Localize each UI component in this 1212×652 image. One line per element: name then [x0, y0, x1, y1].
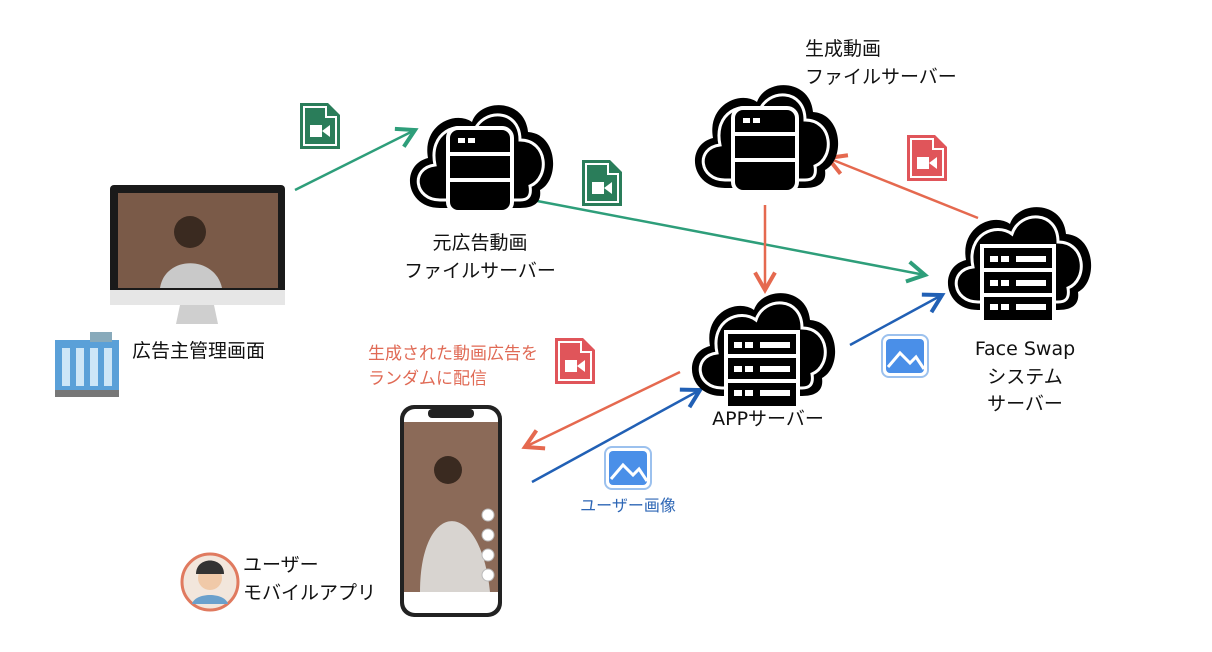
advertiser-label: 広告主管理画面 — [132, 340, 266, 362]
video-file-icon — [581, 159, 623, 207]
video-file-icon — [299, 102, 341, 150]
label-line: 生成動画 — [805, 38, 882, 60]
arrow-phone-to-app — [531, 387, 704, 484]
delivery-annotation: 生成された動画広告を ランダムに配信 — [368, 342, 538, 391]
arrow-advertiser-to-source — [294, 126, 419, 192]
label-line: サーバー — [987, 393, 1063, 416]
generated-file-server-icon — [693, 83, 840, 194]
source-file-server-icon — [408, 103, 555, 214]
label-line: モバイルアプリ — [243, 581, 377, 604]
label-line: ユーザー — [243, 554, 319, 576]
label-line: ファイルサーバー — [404, 259, 556, 282]
arrow-app-to-phone — [521, 370, 681, 451]
user-app-label: ユーザー モバイルアプリ — [243, 552, 376, 607]
image-icon — [880, 333, 930, 379]
faceswap-server-icon — [946, 205, 1093, 324]
app-server-icon — [690, 291, 837, 410]
smartphone-icon — [400, 405, 502, 617]
image-icon — [603, 445, 653, 491]
faceswap-server-label: Face Swap システム サーバー — [975, 336, 1075, 419]
monitor-icon — [110, 185, 285, 324]
app-server-label: APPサーバー — [712, 408, 824, 430]
label-line: ファイルサーバー — [805, 65, 957, 88]
label-line: 元広告動画 — [432, 232, 528, 254]
video-file-icon — [554, 337, 596, 385]
label-line: システム — [987, 365, 1063, 388]
user-avatar — [180, 552, 240, 612]
source-server-label: 元広告動画 ファイルサーバー — [404, 230, 556, 285]
arrow-source-to-faceswap — [531, 198, 929, 284]
building-icon — [55, 332, 119, 397]
user-image-annotation: ユーザー画像 — [580, 496, 676, 515]
arrow-app-to-faceswap — [849, 292, 946, 347]
label-line: 生成された動画広告を — [368, 344, 538, 364]
arrow-faceswap-to-generated — [824, 153, 979, 220]
generated-server-label: 生成動画 ファイルサーバー — [805, 36, 957, 91]
video-file-icon — [906, 134, 948, 182]
label-line: Face Swap — [974, 338, 1076, 360]
label-line: ランダムに配信 — [368, 368, 487, 389]
